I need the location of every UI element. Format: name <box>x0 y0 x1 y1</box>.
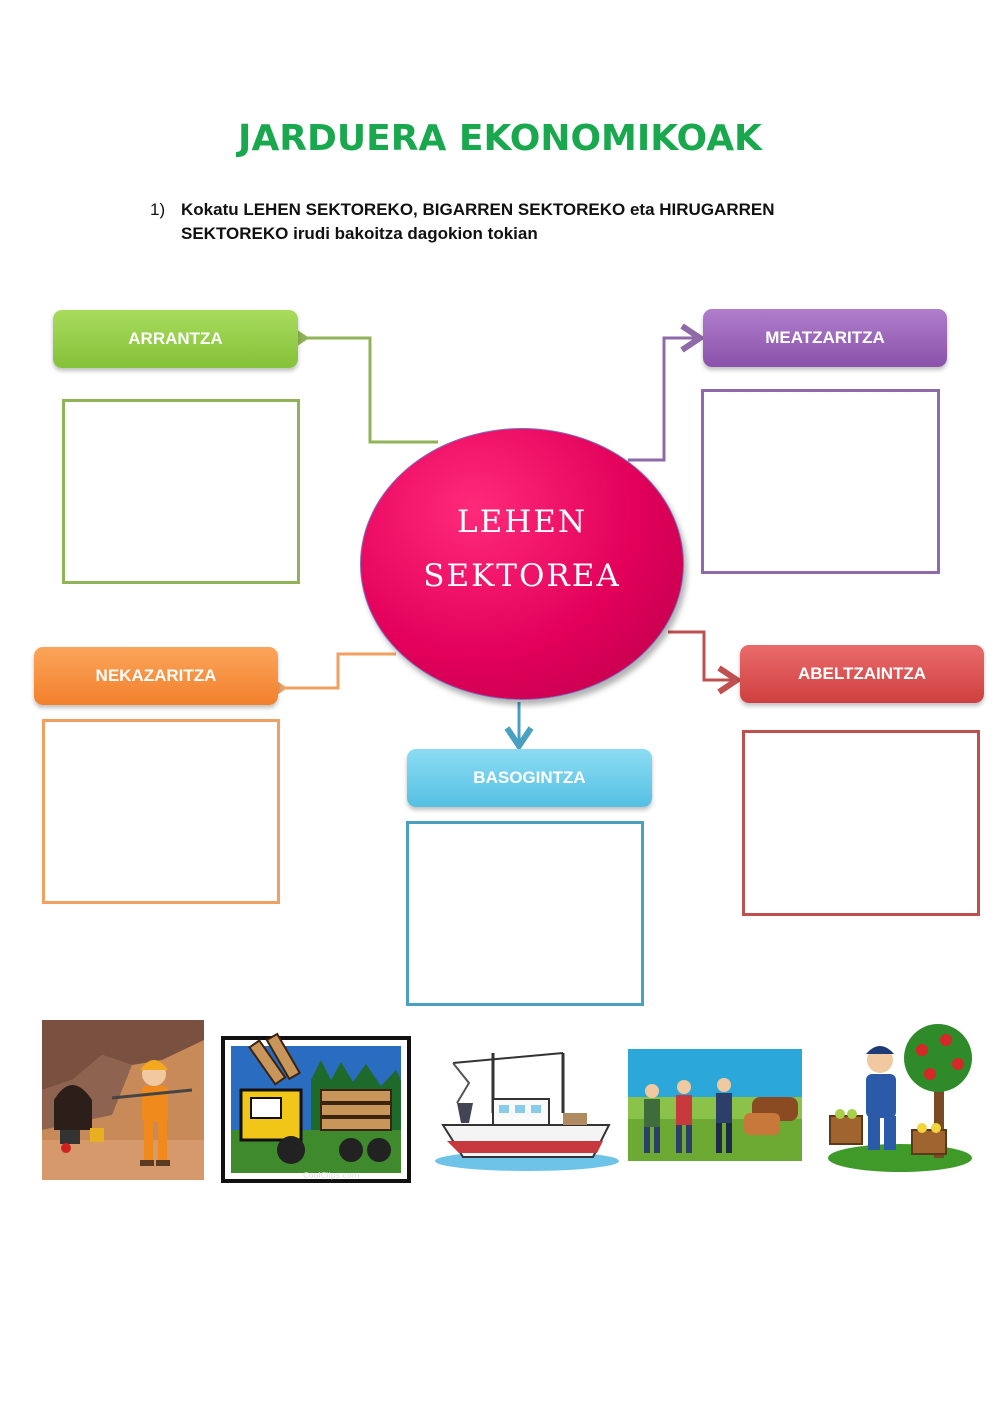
label-abeltzaintza: ABELTZAINTZA <box>740 645 984 703</box>
label-basogintza: BASOGINTZA <box>407 749 652 807</box>
farmers-cows-icon[interactable] <box>628 1049 802 1161</box>
label-nekazaritza: NEKAZARITZA <box>34 647 278 705</box>
label-arrantza: ARRANTZA <box>53 310 298 368</box>
instruction-text: Kokatu LEHEN SEKTOREKO, BIGARREN SEKTORE… <box>181 200 775 243</box>
drop-box-arrantza[interactable] <box>62 399 300 584</box>
log-truck-icon[interactable]: CoolClips.com <box>221 1020 411 1183</box>
arrow-abeltzaintza <box>668 630 743 695</box>
fishing-boat-icon[interactable] <box>433 1043 621 1173</box>
miner-icon[interactable] <box>42 1020 204 1180</box>
drop-box-nekazaritza[interactable] <box>42 719 280 904</box>
page-title: JARDUERA EKONOMIKOAK <box>238 118 762 159</box>
arrow-nekazaritza <box>262 652 396 703</box>
log-truck-caption: CoolClips.com <box>303 1171 360 1180</box>
arrow-meatzaritza <box>628 323 706 462</box>
drop-box-meatzaritza[interactable] <box>701 389 940 574</box>
instruction-number: 1) <box>150 200 166 219</box>
center-line-1: LEHEN <box>456 504 587 540</box>
apple-picker-icon[interactable] <box>826 1020 974 1172</box>
drop-box-basogintza[interactable] <box>406 821 644 1006</box>
center-bubble <box>360 428 684 700</box>
label-meatzaritza: MEATZARITZA <box>703 309 947 367</box>
drop-box-abeltzaintza[interactable] <box>742 730 980 916</box>
center-label: LEHEN SEKTOREA <box>360 495 684 603</box>
arrow-arrantza <box>284 323 438 444</box>
center-line-2: SEKTOREA <box>423 558 621 594</box>
